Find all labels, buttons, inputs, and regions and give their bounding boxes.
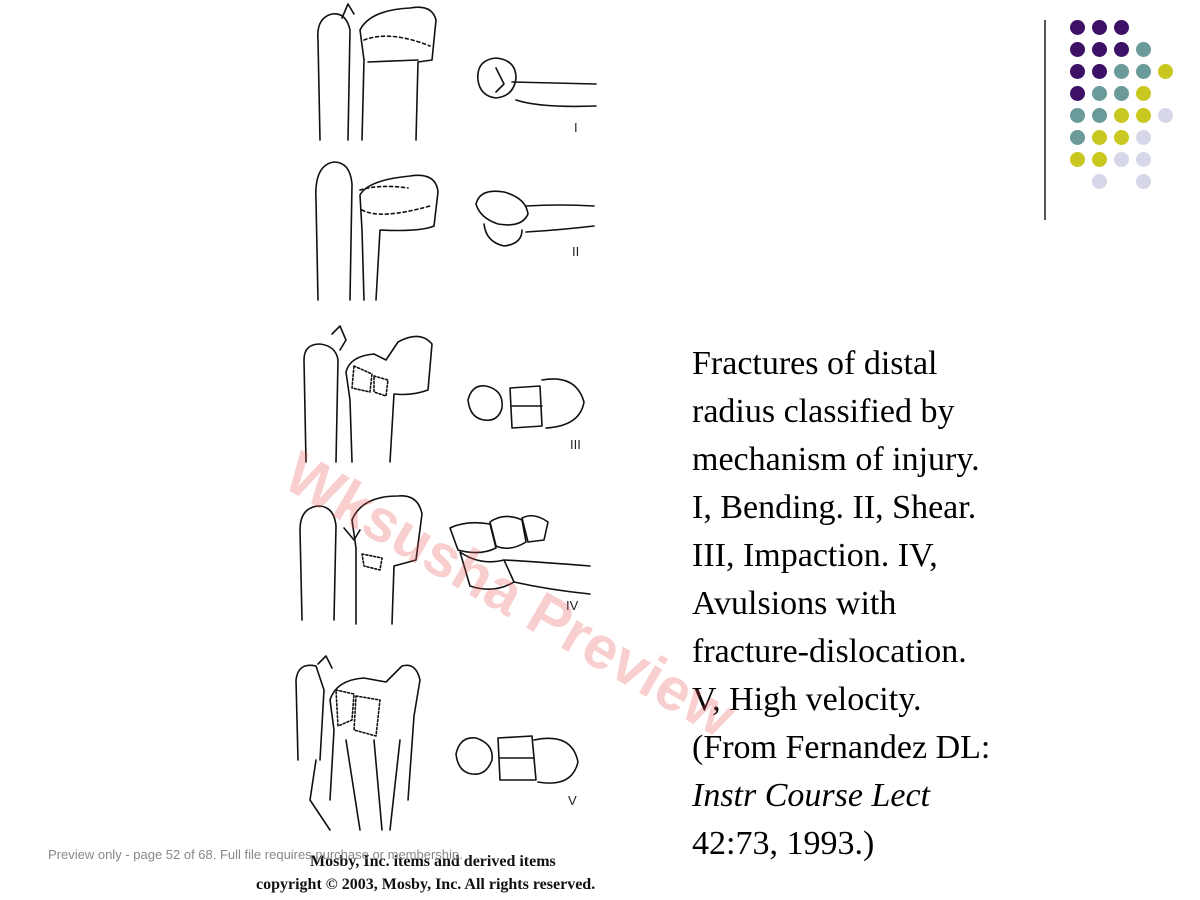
decor-dot <box>1092 152 1107 167</box>
decor-dot <box>1070 42 1085 57</box>
decor-dot <box>1136 86 1151 101</box>
decor-dot <box>1092 108 1107 123</box>
type-label-4: IV <box>566 598 579 613</box>
decor-dot <box>1070 86 1085 101</box>
decor-dot <box>1136 42 1151 57</box>
decor-dot <box>1070 130 1085 145</box>
decor-dot <box>1114 20 1129 35</box>
preview-footer-note: Preview only - page 52 of 68. Full file … <box>48 847 463 862</box>
fracture-figure: I II III IV V Mosby, Inc. items and deri… <box>256 0 650 900</box>
decor-dot <box>1136 130 1151 145</box>
figure-caption: Fractures of distal radius classified by… <box>692 340 1062 868</box>
caption-line: V, High velocity. <box>692 681 922 718</box>
type-5-drawing <box>295 655 579 831</box>
decor-dot <box>1092 42 1107 57</box>
caption-line: 42:73, 1993.) <box>692 825 875 862</box>
decor-dot <box>1136 64 1151 79</box>
decor-dot <box>1114 152 1129 167</box>
decor-dot <box>1092 20 1107 35</box>
decor-dot <box>1070 20 1085 35</box>
type-4-drawing <box>299 495 591 625</box>
caption-line: III, Impaction. IV, <box>692 537 938 574</box>
decor-dot <box>1092 86 1107 101</box>
decor-dot <box>1114 130 1129 145</box>
decor-dot <box>1158 108 1173 123</box>
decor-dot <box>1114 86 1129 101</box>
type-1-drawing <box>316 3 597 141</box>
decor-dot <box>1092 64 1107 79</box>
decor-dot <box>1070 108 1085 123</box>
decor-dot <box>1114 108 1129 123</box>
caption-line: radius classified by <box>692 393 955 430</box>
figure-credit-line-2: copyright © 2003, Mosby, Inc. All rights… <box>256 876 596 893</box>
decor-divider <box>1044 20 1046 220</box>
caption-line: Avulsions with <box>692 585 897 622</box>
decor-dot <box>1136 152 1151 167</box>
decor-dot <box>1136 108 1151 123</box>
type-label-3: III <box>570 437 581 452</box>
decor-dot <box>1070 152 1085 167</box>
type-3-drawing <box>303 325 585 463</box>
figure-credit-line-1: Mosby, Inc. items and derived items <box>310 853 556 870</box>
caption-line: fracture-dislocation. <box>692 633 967 670</box>
decor-dot <box>1070 64 1085 79</box>
type-label-1: I <box>574 120 578 135</box>
caption-line: Fractures of distal <box>692 345 938 382</box>
decor-dot <box>1114 42 1129 57</box>
type-2-drawing <box>315 161 595 301</box>
caption-journal-line: Instr Course Lect <box>692 772 1062 820</box>
decor-dot <box>1158 64 1173 79</box>
decor-dot <box>1092 130 1107 145</box>
caption-journal-title: Instr Course Lect <box>692 777 930 814</box>
decor-dot <box>1092 174 1107 189</box>
decor-dot <box>1114 64 1129 79</box>
fracture-illustrations <box>295 3 597 831</box>
type-label-5: V <box>568 793 577 808</box>
caption-line: I, Bending. II, Shear. <box>692 489 977 526</box>
type-label-2: II <box>572 244 580 259</box>
caption-line: mechanism of injury. <box>692 441 980 478</box>
decor-dot <box>1136 174 1151 189</box>
caption-line: (From Fernandez DL: <box>692 729 991 766</box>
